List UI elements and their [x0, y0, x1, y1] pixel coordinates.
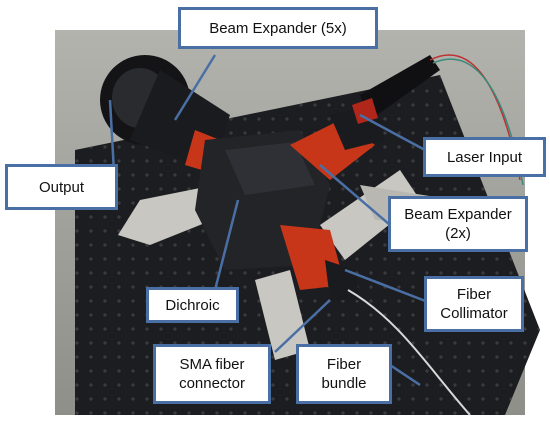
label-text: Dichroic: [165, 296, 220, 314]
label-beam-expander-5x: Beam Expander (5x): [178, 7, 378, 49]
label-text-line1: Beam Expander: [404, 206, 512, 223]
label-text: Output: [38, 178, 85, 196]
label-sma-fiber-connector: SMA fiber connector: [153, 344, 271, 404]
label-laser-input: Laser Input: [423, 137, 546, 177]
mount-arm-bottom: [255, 270, 310, 360]
label-text-line1: SMA fiber: [179, 356, 245, 373]
leader-lines: [108, 54, 429, 387]
laser-head: [352, 98, 378, 124]
label-text-line1: Fiber: [326, 356, 362, 373]
laser-tube: [360, 55, 440, 120]
label-output: Output: [5, 164, 118, 210]
fiber-bundle-cable: [347, 289, 471, 416]
label-fiber-collimator: Fiber Collimator: [424, 276, 524, 332]
label-text: Beam Expander (5x): [209, 19, 347, 37]
label-text: Laser Input: [446, 148, 523, 166]
label-text-line2: bundle: [321, 375, 367, 392]
label-beam-expander-2x: Beam Expander (2x): [388, 196, 528, 252]
label-text-line2: (2x): [445, 225, 471, 242]
label-text-line2: connector: [179, 375, 245, 392]
label-dichroic: Dichroic: [146, 287, 239, 323]
label-text-line1: Fiber: [456, 286, 492, 303]
label-fiber-bundle: Fiber bundle: [296, 344, 392, 404]
fiber-collimator-body: [325, 260, 360, 300]
dichroic-cube-top: [225, 142, 315, 195]
label-text-line2: Collimator: [440, 305, 508, 322]
